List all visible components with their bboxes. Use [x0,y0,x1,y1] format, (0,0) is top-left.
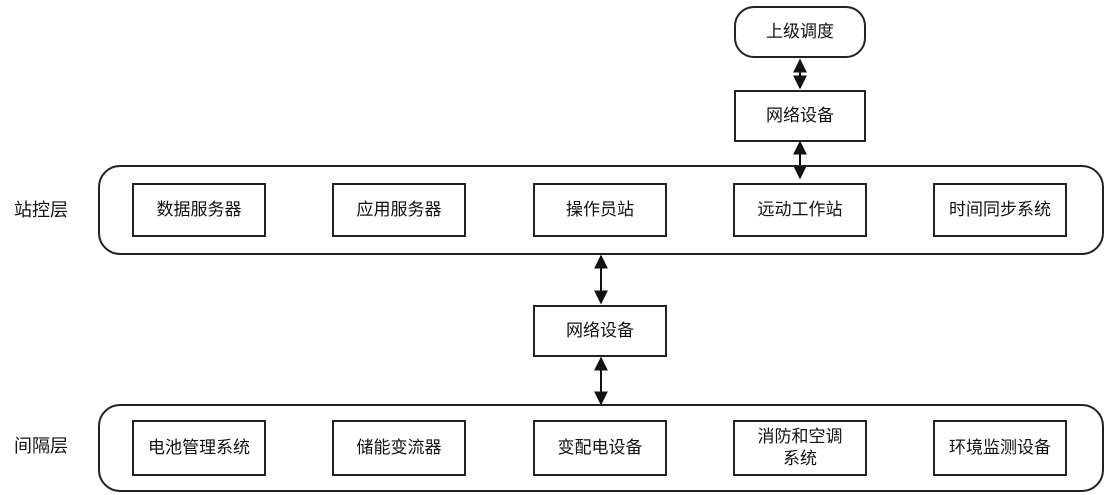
station-item-label: 时间同步系统 [949,200,1051,220]
dispatch-box: 上级调度 [734,6,866,58]
top-network-device-box: 网络设备 [734,90,866,142]
station-item-time-sync: 时间同步系统 [933,183,1067,237]
station-item-label: 应用服务器 [356,200,442,220]
station-item-label: 远动工作站 [757,200,843,220]
middle-network-device-box: 网络设备 [533,305,667,357]
bay-item-pcs: 储能变流器 [332,420,466,476]
bay-item-label: 变配电设备 [557,438,643,458]
bay-layer-container [98,404,1104,492]
bay-item-bms: 电池管理系统 [132,420,266,476]
bay-item-label: 电池管理系统 [148,438,250,458]
bay-item-fire-hvac: 消防和空调 系统 [733,420,867,476]
station-item-data-server: 数据服务器 [132,183,266,237]
station-item-label: 数据服务器 [156,200,242,220]
station-item-app-server: 应用服务器 [332,183,466,237]
station-item-operator-station: 操作员站 [533,183,667,237]
station-layer-label: 站控层 [14,200,68,221]
dispatch-label: 上级调度 [766,22,834,42]
middle-network-device-label: 网络设备 [566,321,634,341]
station-item-remote-station: 远动工作站 [733,183,867,237]
bay-layer-label: 间隔层 [14,436,68,457]
bay-item-label: 储能变流器 [356,438,442,458]
bay-item-power-distribution: 变配电设备 [533,420,667,476]
bay-item-label: 消防和空调 系统 [757,427,843,469]
bay-item-label: 环境监测设备 [949,438,1051,458]
bay-item-env-monitoring: 环境监测设备 [933,420,1067,476]
station-layer-container [98,165,1104,255]
top-network-device-label: 网络设备 [766,106,834,126]
station-item-label: 操作员站 [566,200,634,220]
